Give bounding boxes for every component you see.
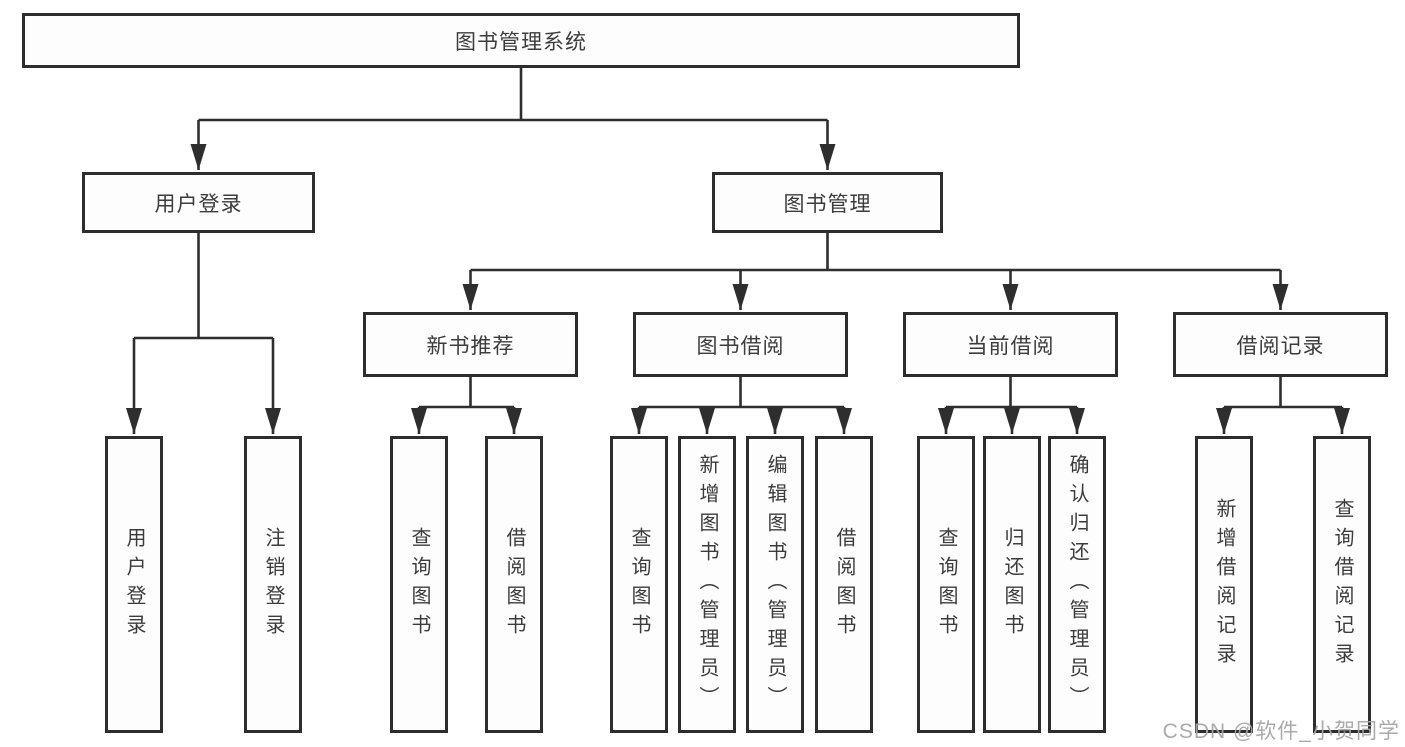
node-label: 图书管理 — [783, 192, 872, 216]
leaf-label: 确认归还（管理员） — [1066, 454, 1088, 715]
node-borrow-records: 借阅记录 — [1173, 312, 1388, 377]
leaf-query-books: 查询图书 — [917, 436, 975, 733]
node-label: 图书借阅 — [696, 334, 785, 358]
csdn-watermark: CSDN @软件_小贺同学 — [1162, 720, 1400, 743]
leaf-label: 借阅图书 — [833, 526, 855, 643]
leaf-borrow-books: 借阅图书 — [485, 436, 543, 733]
leaf-label: 查询图书 — [935, 526, 957, 643]
leaf-label: 查询借阅记录 — [1331, 497, 1353, 672]
node-label: 当前借阅 — [966, 334, 1055, 358]
leaf-logout: 注销登录 — [244, 436, 302, 733]
leaf-query-books: 查询图书 — [390, 436, 448, 733]
leaf-label: 借阅图书 — [503, 526, 525, 643]
node-label: 新书推荐 — [426, 334, 515, 358]
leaf-label: 查询图书 — [628, 526, 650, 643]
node-label: 图书管理系统 — [455, 30, 587, 54]
node-label: 借阅记录 — [1236, 334, 1325, 358]
leaf-add-borrow-record: 新增借阅记录 — [1195, 436, 1253, 733]
node-library-management-system: 图书管理系统 — [22, 13, 1020, 68]
leaf-edit-book-admin: 编辑图书（管理员） — [746, 436, 804, 733]
leaf-label: 新增借阅记录 — [1213, 497, 1235, 672]
node-book-management: 图书管理 — [712, 172, 943, 233]
node-current-borrow: 当前借阅 — [903, 312, 1118, 377]
leaf-label: 新增图书（管理员） — [696, 454, 718, 715]
leaf-user-login: 用户登录 — [105, 436, 163, 733]
leaf-query-books: 查询图书 — [610, 436, 668, 733]
leaf-return-book: 归还图书 — [983, 436, 1041, 733]
leaf-add-book-admin: 新增图书（管理员） — [678, 436, 736, 733]
node-user-login: 用户登录 — [82, 172, 315, 233]
leaf-label: 注销登录 — [262, 526, 284, 643]
leaf-label: 用户登录 — [123, 526, 145, 643]
node-book-borrow: 图书借阅 — [633, 312, 848, 377]
leaf-label: 查询图书 — [408, 526, 430, 643]
leaf-query-borrow-record: 查询借阅记录 — [1313, 436, 1371, 733]
leaf-label: 编辑图书（管理员） — [764, 454, 786, 715]
leaf-borrow-books: 借阅图书 — [815, 436, 873, 733]
leaf-label: 归还图书 — [1001, 526, 1023, 643]
leaf-confirm-return-admin: 确认归还（管理员） — [1048, 436, 1106, 733]
node-new-book-recommend: 新书推荐 — [363, 312, 578, 377]
node-label: 用户登录 — [154, 192, 243, 216]
